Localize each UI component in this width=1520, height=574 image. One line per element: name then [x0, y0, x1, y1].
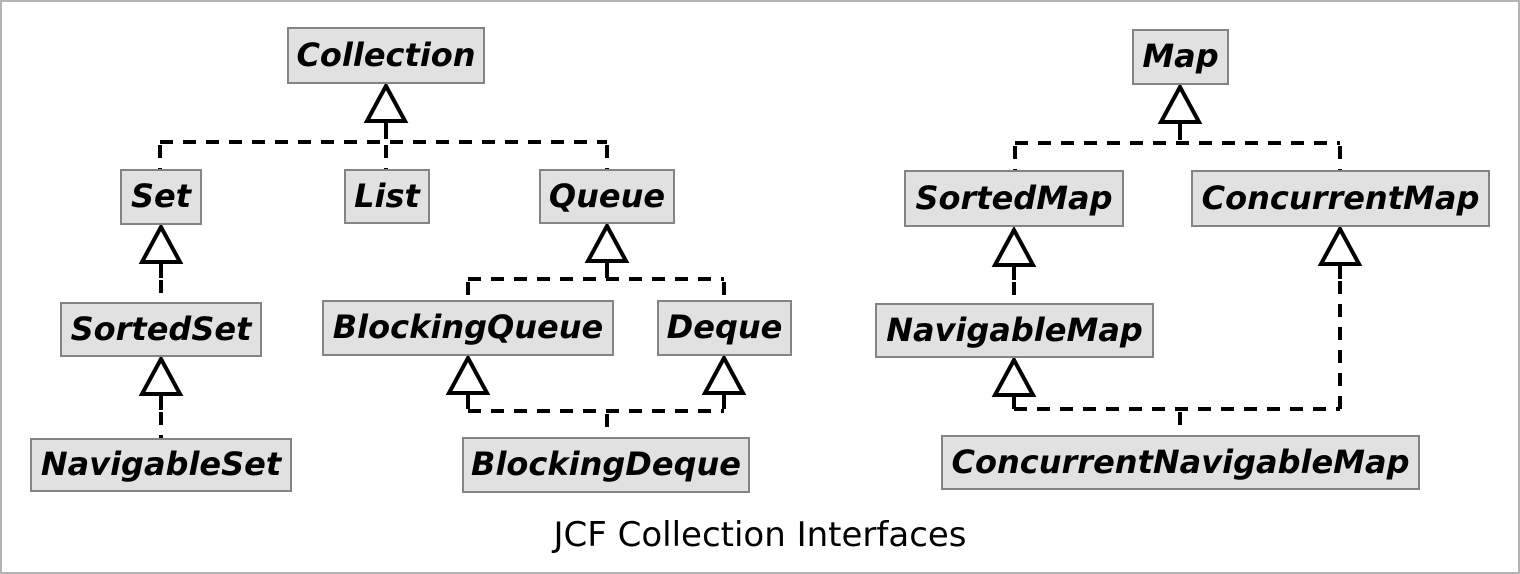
- inheritance-arrow-sortedmap: [991, 225, 1037, 267]
- edge-concurrentnavigablemap-parents: [991, 224, 1363, 435]
- inheritance-arrow-blockingqueue: [445, 353, 491, 395]
- inheritance-arrow-collection: [363, 81, 409, 123]
- inheritance-arrow-navigablemap: [991, 355, 1037, 397]
- node-sortedmap-label: SortedMap: [915, 178, 1113, 217]
- edge-set-sortedset: [138, 222, 184, 302]
- edge-queue-children: [466, 221, 726, 300]
- node-concurrentnavigablemap: ConcurrentNavigableMap: [941, 435, 1420, 490]
- node-queue: Queue: [539, 169, 675, 224]
- node-navigablemap-label: NavigableMap: [886, 310, 1143, 349]
- node-sortedmap: SortedMap: [904, 170, 1124, 227]
- node-concurrentnavigablemap-label: ConcurrentNavigableMap: [951, 442, 1410, 481]
- node-concurrentmap: ConcurrentMap: [1191, 170, 1490, 227]
- edge-blockingdeque-parents: [445, 353, 747, 437]
- node-blockingdeque-label: BlockingDeque: [471, 445, 741, 483]
- node-set: Set: [120, 169, 202, 225]
- node-blockingqueue: BlockingQueue: [322, 300, 614, 356]
- edge-sortedmap-navigablemap: [991, 225, 1037, 303]
- node-set-label: Set: [130, 177, 192, 215]
- inheritance-arrow-deque: [701, 353, 747, 395]
- edge-sortedset-navigableset: [138, 354, 184, 438]
- node-navigableset-label: NavigableSet: [40, 445, 282, 483]
- edge-collection-children: [158, 81, 609, 169]
- node-map-label: Map: [1142, 37, 1219, 75]
- inheritance-arrow-concurrentmap: [1317, 224, 1363, 266]
- node-queue-label: Queue: [548, 176, 666, 215]
- inheritance-arrow-queue: [584, 221, 630, 263]
- diagram-caption: JCF Collection Interfaces: [553, 515, 967, 555]
- inheritance-arrow-set: [138, 222, 184, 264]
- node-blockingdeque: BlockingDeque: [462, 437, 750, 493]
- node-collection-label: Collection: [296, 35, 476, 74]
- node-navigableset: NavigableSet: [30, 438, 292, 492]
- node-deque: Deque: [657, 300, 792, 356]
- node-list-label: List: [354, 176, 420, 215]
- node-deque-label: Deque: [666, 308, 783, 346]
- node-list: List: [344, 169, 430, 224]
- inheritance-arrow-sortedset: [138, 354, 184, 396]
- node-collection: Collection: [287, 27, 485, 84]
- node-navigablemap: NavigableMap: [875, 303, 1154, 358]
- node-sortedset: SortedSet: [60, 302, 262, 357]
- node-concurrentmap-label: ConcurrentMap: [1201, 178, 1480, 217]
- node-blockingqueue-label: BlockingQueue: [332, 308, 604, 346]
- node-map: Map: [1132, 29, 1229, 85]
- node-sortedset-label: SortedSet: [70, 309, 252, 348]
- edge-map-children: [1013, 82, 1342, 170]
- inheritance-arrow-map: [1157, 82, 1203, 124]
